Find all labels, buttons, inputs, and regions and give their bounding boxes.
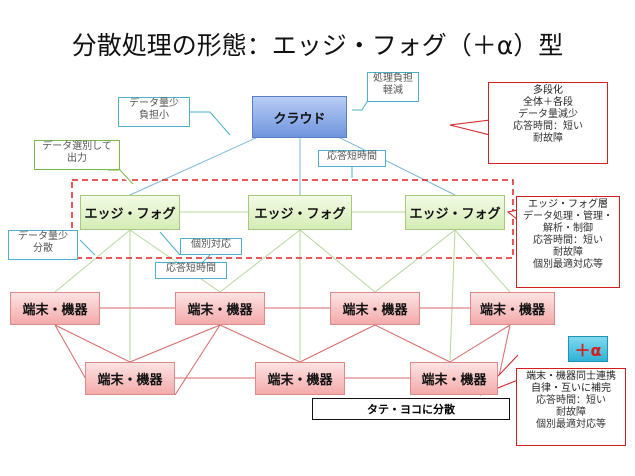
callout-individual: 個別対応 xyxy=(180,238,242,255)
edge-fog-node: エッジ・フォグ xyxy=(80,195,180,230)
device-node: 端末・機器 xyxy=(470,292,555,325)
device-node: 端末・機器 xyxy=(85,362,175,395)
callout-edge-layer: エッジ・フォグ層 データ処理・管理・ 解析・制御 応答時間：短い 耐故障 個別最… xyxy=(516,196,620,288)
plus-alpha-badge: ＋α xyxy=(568,336,608,362)
callout-data-less-top: データ量少負担小 xyxy=(118,97,190,127)
edge-fog-node: エッジ・フォグ xyxy=(405,195,505,230)
callout-multi-stage: 多段化 全体＋各段 データ量減少 応答時間：短い 耐故障 xyxy=(488,82,608,164)
callout-device-coop: 端末・機器同士連携 自律・互いに補完 応答時間：短い 耐故障 個別最適対応等 xyxy=(516,368,626,446)
callout-data-select: データ選別して出力 xyxy=(34,140,120,170)
callout-cloud-load: 処理負担軽減 xyxy=(367,72,419,102)
device-node: 端末・機器 xyxy=(410,362,498,395)
callout-response-short-mid: 応答短時間 xyxy=(155,262,227,279)
callout-response-short-top: 応答短時間 xyxy=(318,150,386,167)
cloud-node: クラウド xyxy=(252,96,347,138)
device-node: 端末・機器 xyxy=(175,292,265,325)
callout-data-less-left: データ量少分散 xyxy=(8,230,78,260)
bottom-label: タテ・ヨコに分散 xyxy=(312,398,510,420)
device-node: 端末・機器 xyxy=(330,292,420,325)
page-title: 分散処理の形態：エッジ・フォグ（＋α）型 xyxy=(71,31,564,60)
edge-fog-node: エッジ・フォグ xyxy=(248,195,352,230)
device-node: 端末・機器 xyxy=(255,362,345,395)
device-node: 端末・機器 xyxy=(10,292,100,325)
